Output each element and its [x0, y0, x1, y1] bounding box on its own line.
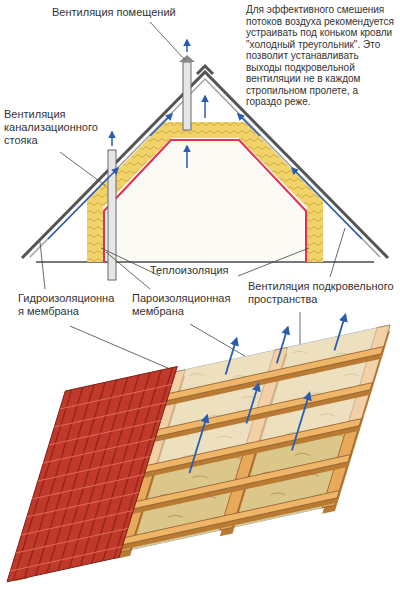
leader-line [40, 242, 45, 289]
air-arrow [292, 168, 362, 239]
leader-line [238, 248, 309, 276]
callout-label: Гидроизоляционная мембрана [18, 292, 118, 318]
callout-label: Вентиляция канализационного стояка [4, 108, 106, 148]
callout-label: Вентиляция помещений [52, 6, 187, 19]
air-arrow [292, 393, 310, 451]
roof-construction [7, 315, 390, 582]
air-arrow [186, 146, 188, 168]
wool-fiber [270, 493, 285, 495]
note-text: Для эффективного смешения потоков воздух… [246, 4, 396, 108]
leader-line [106, 252, 150, 289]
sewer-stack [108, 150, 116, 280]
air-arrow [246, 384, 258, 424]
callout-label: Пароизоляционная мембрана [132, 292, 232, 318]
floor-line [36, 261, 374, 263]
wool-fiber [295, 453, 310, 455]
air-arrow [204, 96, 206, 118]
leader-line [60, 152, 106, 186]
leader-line [330, 228, 345, 277]
wool-fiber [168, 515, 183, 517]
wool-fiber [192, 476, 207, 478]
air-arrow [48, 168, 118, 239]
tile-step [10, 547, 122, 572]
air-arrow [334, 315, 345, 351]
air-arrow [150, 114, 172, 136]
air-arrow [277, 327, 288, 363]
air-arrow [238, 114, 260, 136]
leader-line [150, 22, 185, 60]
air-arrow [226, 338, 237, 374]
ridge-cap [197, 66, 213, 74]
callout-label: Теплоизоляция [150, 264, 250, 277]
room-vent-pipe [183, 62, 191, 130]
air-arrow [111, 132, 113, 146]
air-arrow [186, 40, 188, 52]
callout-label: Вентиляция подкровельного пространства [248, 280, 396, 306]
metal-tile [7, 367, 177, 582]
vapor-barrier [104, 140, 306, 262]
air-arrow [190, 415, 208, 473]
